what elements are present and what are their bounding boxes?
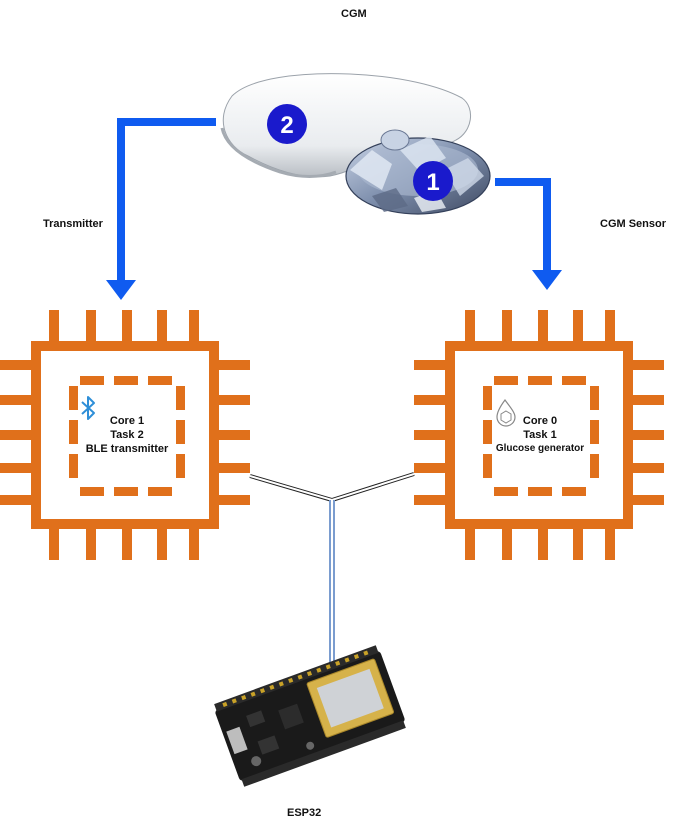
badge-2: 2: [267, 104, 307, 144]
cgm-device-image: [220, 73, 491, 215]
esp32-board-image: [214, 645, 406, 787]
cgm-sensor-label: CGM Sensor: [600, 218, 667, 230]
chip-core0-line1: Core 0: [522, 415, 558, 427]
chip-core0-text: Core 0 Task 1 Glucose generator: [485, 414, 595, 456]
chip-core1-text: Core 1 Task 2 BLE transmitter: [72, 414, 182, 456]
transmitter-arrow: [106, 118, 216, 300]
chip-core1-line2: Task 2: [110, 429, 144, 441]
chip-core1-line1: Core 1: [109, 415, 145, 427]
badge-1: 1: [413, 161, 453, 201]
chip-connector-lines: [249, 472, 415, 668]
bluetooth-icon: [81, 396, 95, 420]
chip-core0-line2: Task 1: [523, 429, 557, 441]
chip-core0-line3: Glucose generator: [495, 443, 585, 454]
cgm-label: CGM: [341, 8, 367, 20]
transmitter-label: Transmitter: [43, 218, 103, 230]
glucose-drop-icon: [496, 398, 516, 427]
esp32-label: ESP32: [287, 807, 322, 819]
sensor-arrow: [495, 178, 562, 290]
chip-core1: [0, 310, 250, 560]
chip-core1-line3: BLE transmitter: [85, 443, 169, 455]
badge-2-number: 2: [280, 112, 293, 139]
chip-core0: [414, 310, 664, 560]
badge-1-number: 1: [426, 169, 439, 196]
